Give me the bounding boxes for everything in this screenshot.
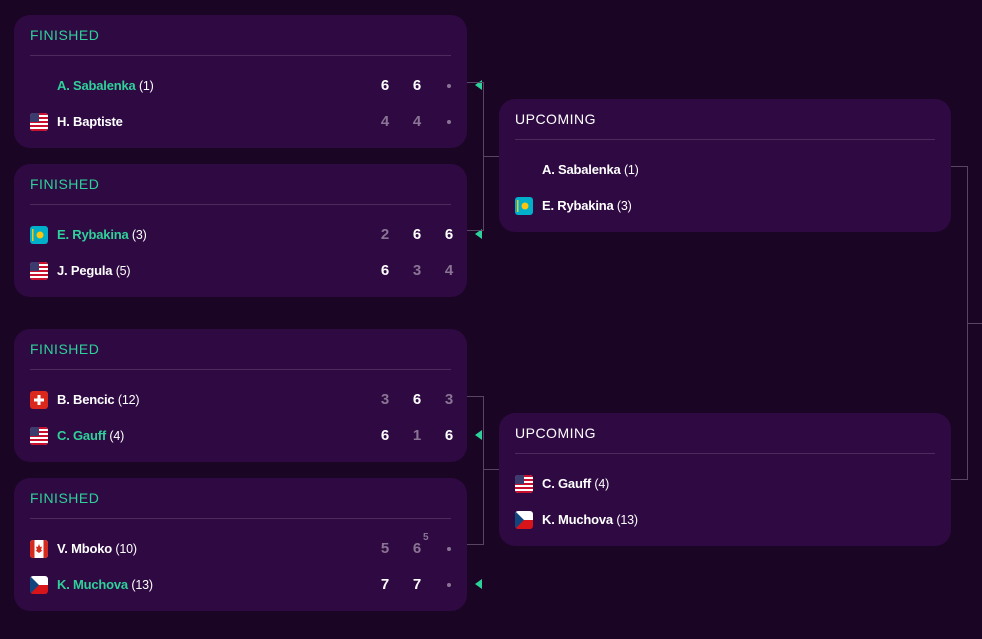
switzerland-flag-icon (30, 391, 48, 409)
match-status: FINISHED (30, 490, 100, 506)
upcoming-match-card[interactable]: UPCOMING A. Sabalenka (1) E. Rybakina (3… (499, 99, 951, 232)
match-status: FINISHED (30, 341, 100, 357)
set-score: 4 (444, 262, 454, 279)
player-name: E. Rybakina (3) (542, 198, 632, 213)
set-score: 7 (380, 576, 390, 593)
player-row: A. Sabalenka (1) (515, 159, 935, 181)
set-score: 6 (412, 391, 422, 408)
usa-flag-icon (30, 427, 48, 445)
set-score: 6 (412, 226, 422, 243)
set-score: 4 (380, 113, 390, 130)
set-score: 7 (412, 576, 422, 593)
tiebreak-score: 5 (423, 532, 429, 543)
set-score: 5 (380, 540, 390, 557)
set-score: 6 (412, 77, 422, 94)
set-score: 1 (412, 427, 422, 444)
divider (30, 204, 451, 205)
player-name: B. Bencic (12) (57, 392, 140, 407)
player-row: C. Gauff (4) 6 1 6 (30, 425, 482, 447)
set-score: 6 (380, 77, 390, 94)
player-row: H. Baptiste 4 4 (30, 111, 451, 133)
player-name: C. Gauff (4) (542, 476, 610, 491)
player-row: E. Rybakina (3) (515, 195, 935, 217)
czech-flag-icon (515, 511, 533, 529)
match-card[interactable]: FINISHED E. Rybakina (3) 2 6 6 J. Pegula… (14, 164, 482, 297)
player-row: C. Gauff (4) (515, 473, 935, 495)
player-row: K. Muchova (13) 7 7 (30, 574, 482, 596)
match-status: UPCOMING (515, 111, 596, 127)
match-status: UPCOMING (515, 425, 596, 441)
player-name: H. Baptiste (57, 114, 123, 129)
divider (515, 139, 935, 140)
set-score: 6 (380, 427, 390, 444)
set-score: 6 (444, 427, 454, 444)
set-score: 6 (380, 262, 390, 279)
kazakhstan-flag-icon (515, 197, 533, 215)
player-name: A. Sabalenka (1) (57, 78, 154, 93)
set-score: 3 (380, 391, 390, 408)
set-placeholder-dot (447, 84, 451, 88)
player-row: J. Pegula (5) 6 3 4 (30, 260, 453, 282)
divider (30, 518, 451, 519)
player-name: J. Pegula (5) (57, 263, 131, 278)
match-card[interactable]: FINISHED A. Sabalenka (1) 6 6 H. Baptist… (14, 15, 482, 148)
player-name: K. Muchova (13) (542, 512, 638, 527)
winner-indicator-icon (475, 430, 482, 440)
set-score: 3 (444, 391, 454, 408)
player-name: A. Sabalenka (1) (542, 162, 639, 177)
player-name: K. Muchova (13) (57, 577, 153, 592)
winner-indicator-icon (475, 229, 482, 239)
divider (30, 369, 451, 370)
player-row: B. Bencic (12) 3 6 3 (30, 389, 453, 411)
set-placeholder-dot (447, 583, 451, 587)
divider (30, 55, 451, 56)
match-card[interactable]: FINISHED B. Bencic (12) 3 6 3 C. Gauff (… (14, 329, 482, 462)
czech-flag-icon (30, 576, 48, 594)
usa-flag-icon (30, 113, 48, 131)
player-row: A. Sabalenka (1) 6 6 (30, 75, 482, 97)
player-name: E. Rybakina (3) (57, 227, 147, 242)
player-name: V. Mboko (10) (57, 541, 137, 556)
usa-flag-icon (515, 475, 533, 493)
canada-flag-icon (30, 540, 48, 558)
divider (515, 453, 935, 454)
usa-flag-icon (30, 262, 48, 280)
set-score: 2 (380, 226, 390, 243)
set-score: 6 (444, 226, 454, 243)
set-placeholder-dot (447, 120, 451, 124)
winner-indicator-icon (475, 579, 482, 589)
winner-indicator-icon (475, 80, 482, 90)
set-score: 4 (412, 113, 422, 130)
match-status: FINISHED (30, 176, 100, 192)
player-row: E. Rybakina (3) 2 6 6 (30, 224, 482, 246)
player-row: K. Muchova (13) (515, 509, 935, 531)
set-placeholder-dot (447, 547, 451, 551)
kazakhstan-flag-icon (30, 226, 48, 244)
player-name: C. Gauff (4) (57, 428, 125, 443)
upcoming-match-card[interactable]: UPCOMING C. Gauff (4) K. Muchova (13) (499, 413, 951, 546)
match-status: FINISHED (30, 27, 100, 43)
set-score: 3 (412, 262, 422, 279)
